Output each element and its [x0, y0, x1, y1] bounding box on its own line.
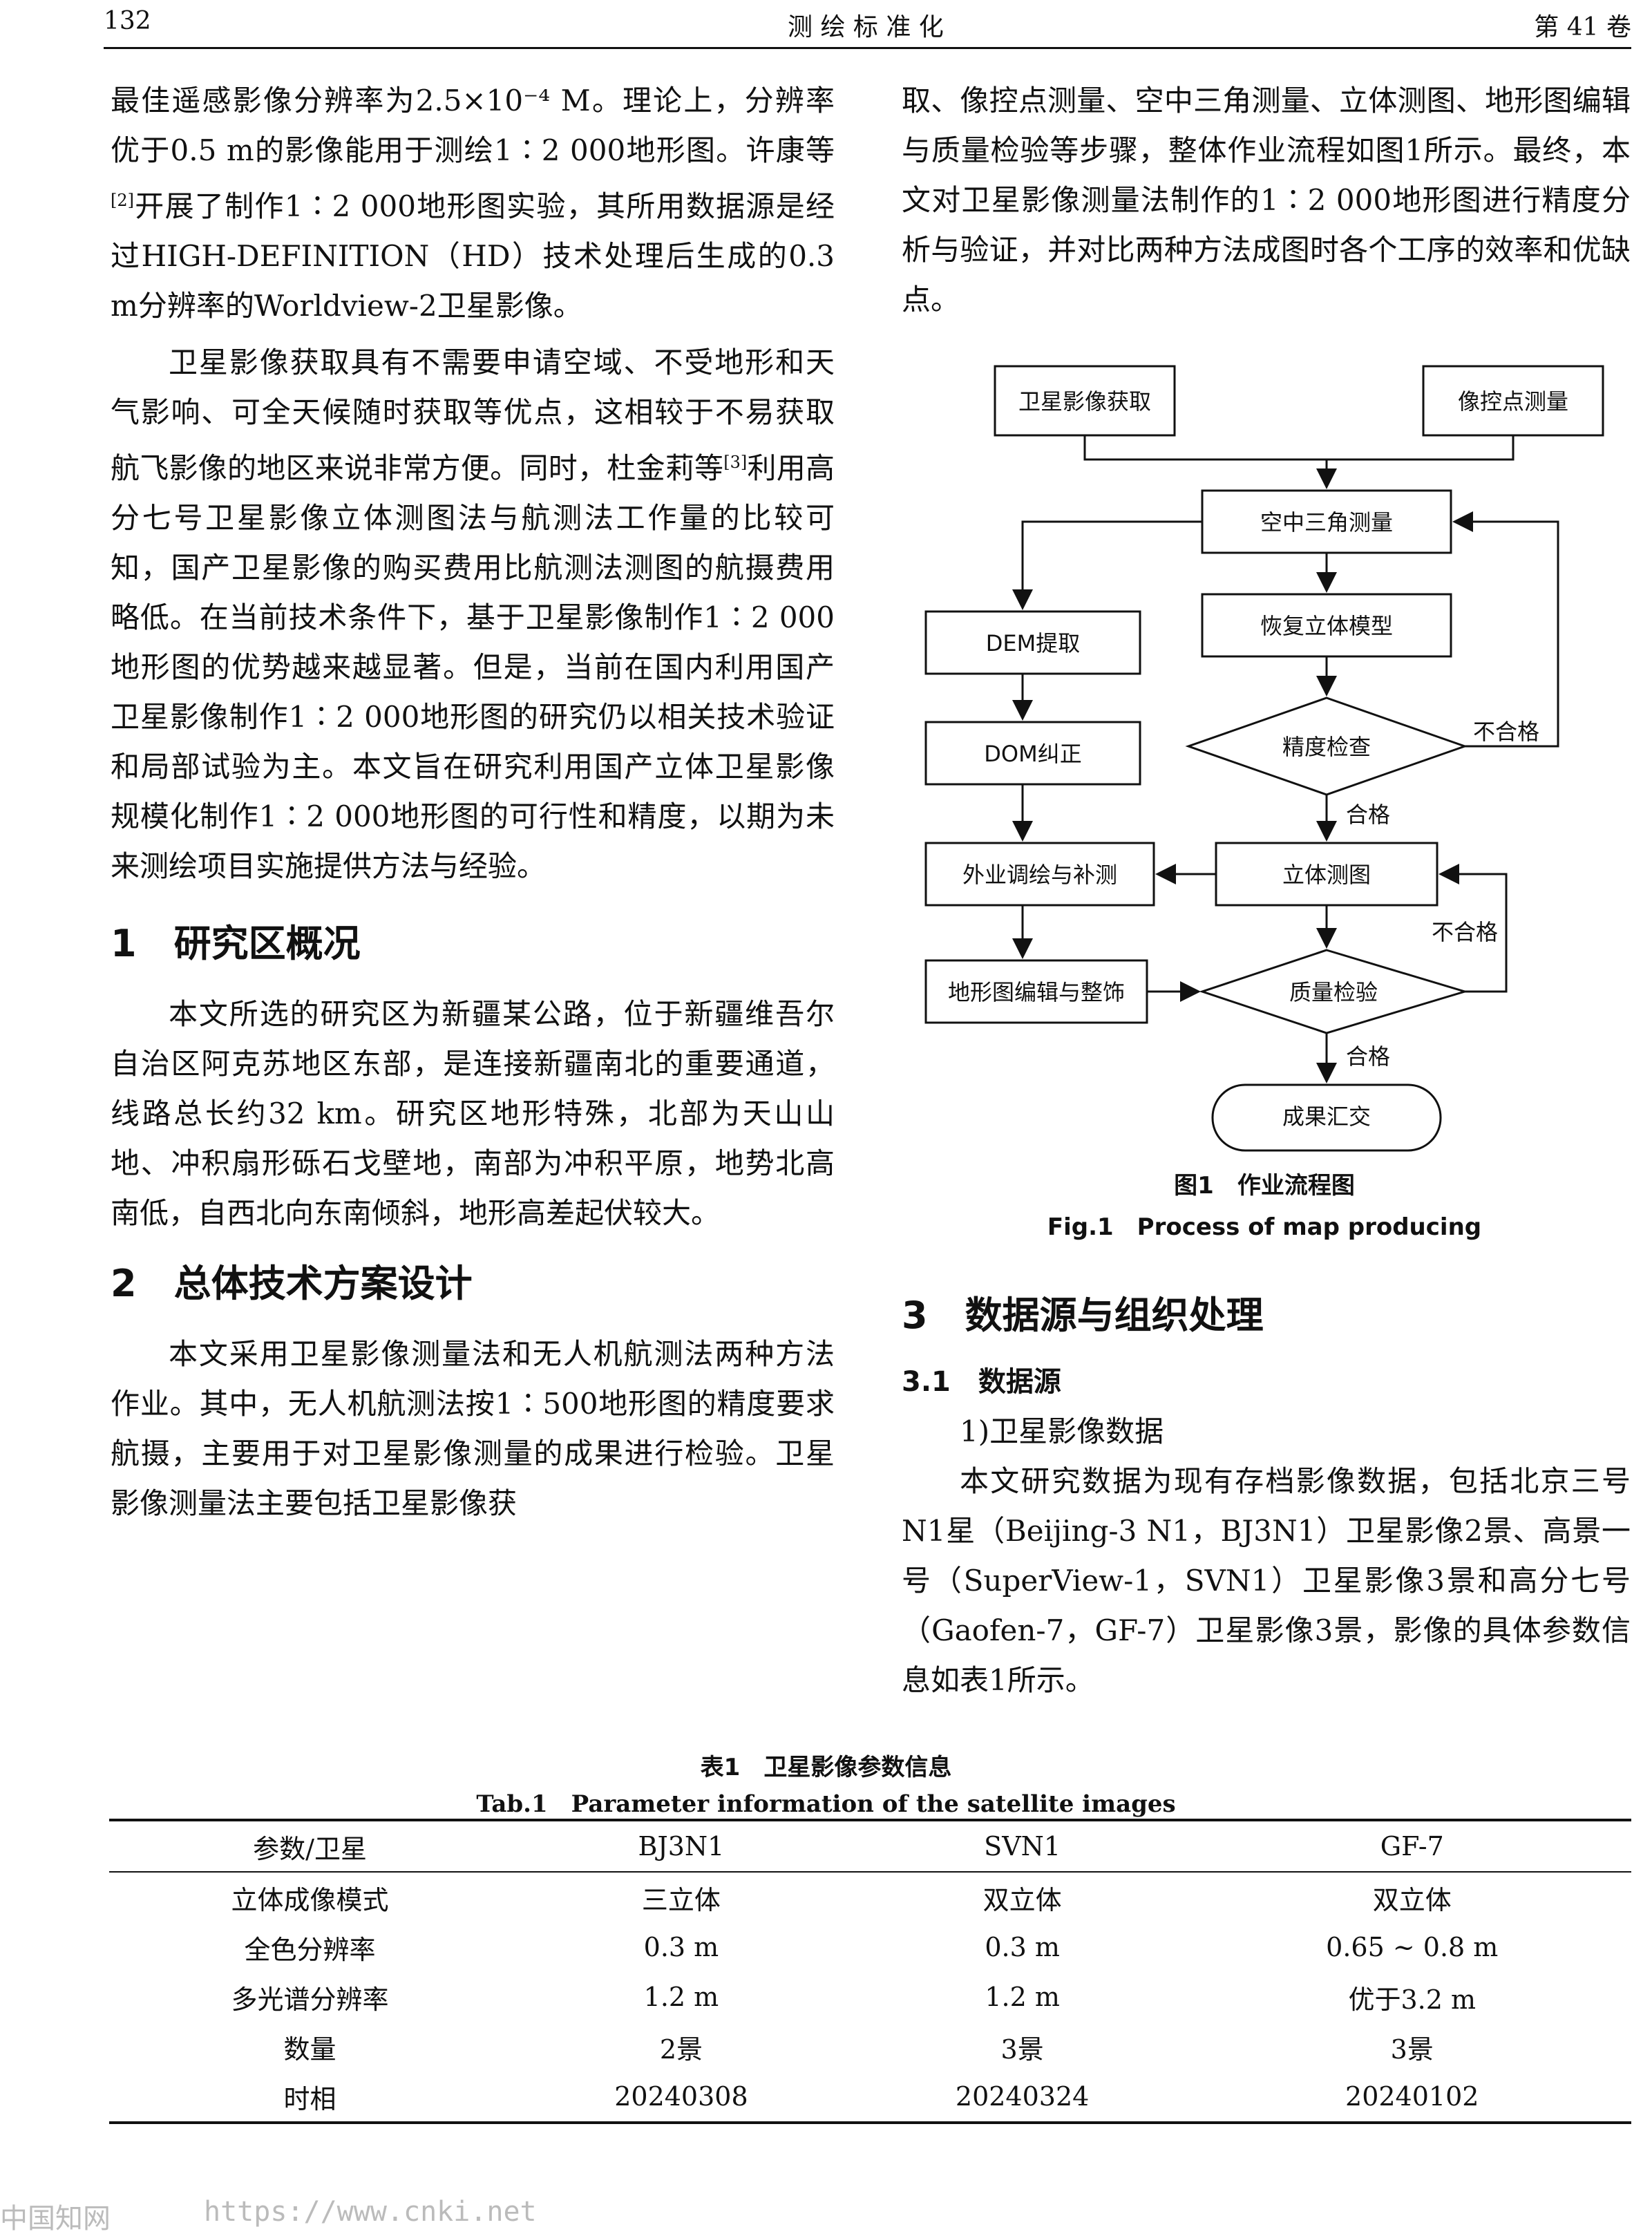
- label-fail: 不合格: [1473, 719, 1539, 745]
- box-dom: [924, 721, 1141, 786]
- label-result: 成果汇交: [1282, 1103, 1371, 1130]
- figure-caption-cn: 图1 作业流程图: [1174, 1172, 1355, 1200]
- figure-caption-en: Fig.1 Process of map producing: [1047, 1213, 1482, 1241]
- left-column: 最佳遥感影像分辨率为2.5×10⁻⁴ M。理论上，分辨率优于0.5 m的影像能用…: [111, 76, 835, 1528]
- label-pass2: 合格: [1346, 1043, 1390, 1070]
- table-row: 立体成像模式三立体双立体双立体: [231, 1884, 1452, 1915]
- cnki-url-watermark[interactable]: https://www.cnki.net: [204, 2196, 537, 2228]
- paragraph: 取、像控点测量、空中三角测量、立体测图、地形图编辑与质量检验等步骤，整体作业流程…: [902, 84, 1631, 316]
- label-gcp: 像控点测量: [1458, 388, 1568, 415]
- list-item: 1)卫星影像数据: [960, 1414, 1164, 1448]
- paragraph: 最佳遥感影像分辨率为2.5×10⁻⁴ M。理论上，分辨率优于0.5 m的影像能用…: [111, 84, 835, 323]
- journal-name: 测 绘 标 准 化: [788, 13, 944, 41]
- right-column-lower: 3 数据源与组织处理 3.1 数据源 1)卫星影像数据 本文研究数据为现有存档影…: [902, 1291, 1631, 1705]
- label-aerotriangulation: 空中三角测量: [1260, 509, 1393, 536]
- page-number: 132: [104, 7, 151, 35]
- volume: 第 41 卷: [1534, 13, 1631, 41]
- section-heading: 2 总体技术方案设计: [111, 1262, 473, 1305]
- section-heading: 1 研究区概况: [111, 922, 361, 965]
- label-field: 外业调绘与补测: [962, 862, 1117, 888]
- cnki-watermark: 中国知网: [0, 2203, 111, 2235]
- label-edit: 地形图编辑与整饰: [948, 979, 1125, 1005]
- right-column: 取、像控点测量、空中三角测量、立体测图、地形图编辑与质量检验等步骤，整体作业流程…: [902, 76, 1631, 325]
- box-field: [924, 842, 1155, 907]
- box-dem: [924, 610, 1141, 675]
- label-satellite: 卫星影像获取: [1018, 388, 1151, 415]
- label-fail2: 不合格: [1432, 919, 1498, 945]
- running-header: 132 测 绘 标 准 化 第 41 卷: [104, 0, 1631, 49]
- table-caption-en: Tab.1 Parameter information of the satel…: [476, 1790, 1176, 1818]
- label-dom: DOM纠正: [984, 741, 1081, 767]
- label-precision: 精度检查: [1282, 734, 1371, 760]
- paragraph: 本文所选的研究区为新疆某公路，位于新疆维吾尔自治区阿克苏地区东部，是连接新疆南北…: [111, 997, 835, 1230]
- paragraph: 卫星影像获取具有不需要申请空域、不受地形和天气影响、可全天候随时获取等优点，这相…: [111, 345, 835, 883]
- label-restore: 恢复立体模型: [1260, 613, 1393, 639]
- flowchart: 卫星影像获取 像控点测量 空中三角测量 恢复立体模型 DEM提取 DOM纠正 精…: [924, 365, 1604, 1152]
- parameter-table: 参数/卫星 BJ3N1 SVN1 GF-7 立体成像模式三立体双立体双立体 全色…: [109, 1819, 1631, 2124]
- label-qc: 质量检验: [1289, 979, 1378, 1005]
- label-pass: 合格: [1346, 802, 1390, 828]
- table-header-row: 参数/卫星 BJ3N1 SVN1 GF-7: [109, 1819, 1631, 1873]
- table-caption-cn: 表1 卫星影像参数信息: [700, 1754, 952, 1781]
- label-dem: DEM提取: [986, 630, 1080, 656]
- label-stereo: 立体测图: [1282, 862, 1371, 888]
- section-heading: 3 数据源与组织处理: [902, 1294, 1264, 1337]
- paragraph: 本文研究数据为现有存档影像数据，包括北京三号N1星（Beijing-3 N1，B…: [902, 1464, 1631, 1697]
- subsection-heading: 3.1 数据源: [902, 1366, 1061, 1398]
- terminal-result: [1211, 1083, 1442, 1152]
- paragraph: 本文采用卫星影像测量法和无人机航测法两种方法作业。其中，无人机航测法按1∶500…: [111, 1337, 835, 1520]
